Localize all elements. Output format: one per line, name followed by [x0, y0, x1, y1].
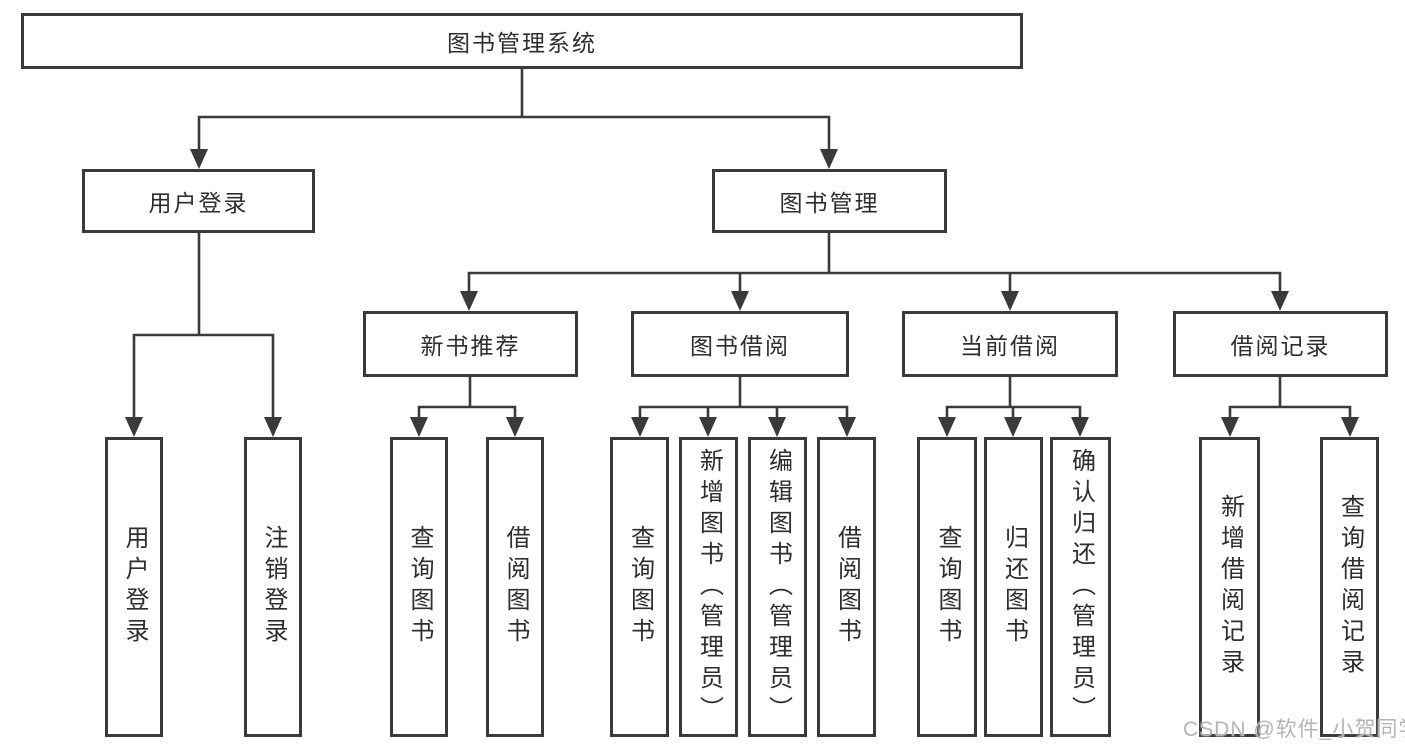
leaf-query-books-recommend: 查询图书	[390, 437, 448, 737]
node-book-management: 图书管理	[712, 169, 947, 233]
connector-record-split	[1228, 377, 1352, 420]
node-label: 借阅图书	[833, 525, 861, 649]
connector-newbook-split	[417, 377, 517, 420]
node-label: 用户登录	[148, 190, 249, 216]
node-label: 查询图书	[934, 525, 961, 649]
leaf-return-books: 归还图书	[984, 437, 1043, 737]
leaf-query-borrow-record: 查询借阅记录	[1320, 437, 1379, 737]
node-label: 新增图书（管理员）	[695, 447, 723, 727]
node-label: 注销登录	[260, 525, 287, 649]
connector-borrow-split	[638, 377, 849, 420]
node-book-borrowing: 图书借阅	[631, 311, 849, 377]
node-label: 用户登录	[121, 525, 148, 649]
node-label: 图书管理	[779, 190, 880, 216]
node-label: 借阅图书	[502, 525, 529, 649]
connector-bookmgmt-split	[467, 233, 1282, 294]
connector-userlogin-split	[132, 233, 275, 420]
leaf-query-books-current: 查询图书	[917, 437, 977, 737]
node-label: 查询图书	[406, 525, 433, 649]
node-user-login: 用户登录	[82, 169, 315, 233]
leaf-edit-books-admin: 编辑图书（管理员）	[748, 437, 807, 737]
csdn-watermark: CSDN @软件_小贺同学	[1183, 718, 1405, 741]
node-label: 新增借阅记录	[1216, 494, 1244, 680]
leaf-confirm-return-admin: 确认归还（管理员）	[1050, 437, 1111, 737]
node-root-library-system: 图书管理系统	[21, 13, 1023, 69]
connector-root-split	[197, 69, 831, 152]
node-label: 当前借阅	[960, 333, 1060, 359]
node-label: 查询借阅记录	[1336, 494, 1364, 680]
connector-current-split	[945, 377, 1082, 420]
node-borrow-records: 借阅记录	[1173, 311, 1388, 377]
node-label: 图书管理系统	[447, 30, 597, 56]
node-current-borrowing: 当前借阅	[902, 311, 1118, 377]
leaf-add-borrow-record: 新增借阅记录	[1199, 437, 1260, 737]
node-label: 新书推荐	[420, 333, 521, 359]
leaf-query-books-borrowing: 查询图书	[610, 437, 669, 737]
node-label: 归还图书	[1000, 525, 1028, 649]
leaf-add-books-admin: 新增图书（管理员）	[679, 437, 738, 737]
node-label: 编辑图书（管理员）	[764, 447, 792, 727]
leaf-borrow-books-recommend: 借阅图书	[486, 437, 544, 737]
leaf-logout: 注销登录	[244, 437, 302, 737]
node-label: 图书借阅	[690, 333, 790, 359]
node-label: 查询图书	[626, 525, 654, 649]
node-label: 借阅记录	[1230, 333, 1331, 359]
node-new-book-recommend: 新书推荐	[363, 311, 578, 377]
leaf-borrow-books: 借阅图书	[817, 437, 876, 737]
leaf-user-login: 用户登录	[105, 437, 163, 737]
node-label: 确认归还（管理员）	[1067, 447, 1095, 727]
arrowheads	[125, 149, 1359, 437]
